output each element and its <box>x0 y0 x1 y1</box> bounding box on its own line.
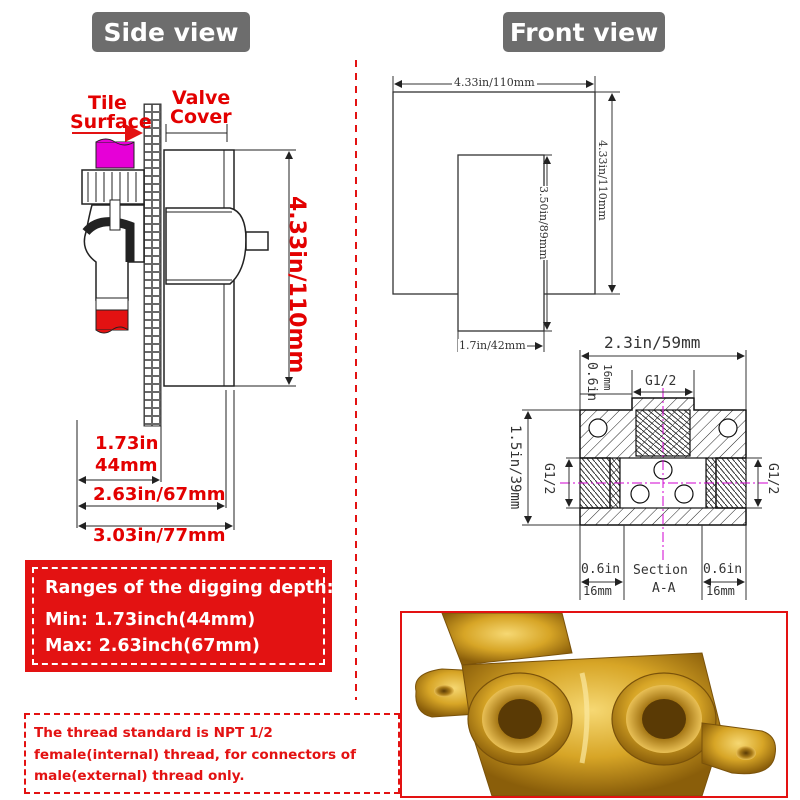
thread-note-text: The thread standard is NPT 1/2 female(in… <box>34 725 357 784</box>
section-width-dim: 2.3in/59mm <box>604 333 701 352</box>
thread-top: G1/2 <box>645 374 677 389</box>
top-offset-mm: 16mm <box>601 364 614 391</box>
top-offset-in: 0.6in <box>584 362 599 402</box>
front-width-dim: 4.33in/110mm <box>452 76 537 89</box>
side-view-title: Side view <box>92 12 250 52</box>
front-height-dim: 4.33in/110mm <box>596 140 609 221</box>
bottom-right-in: 0.6in <box>703 562 743 577</box>
thread-right: G1/2 <box>765 463 780 495</box>
front-view-title: Front view <box>503 12 665 52</box>
section-height-dim: 1.5in/39mm <box>507 425 523 510</box>
dim-max: 2.63in/67mm <box>93 484 226 505</box>
brass-fitting-illustration <box>402 613 786 796</box>
thread-note-box: The thread standard is NPT 1/2 female(in… <box>24 713 400 794</box>
bottom-left-mm: 16mm <box>583 584 612 598</box>
nut <box>81 169 145 205</box>
section-drawing <box>522 350 770 600</box>
dim-min-line1: 1.73in <box>95 433 159 454</box>
digging-depth-min: Min: 1.73inch(44mm) <box>45 610 256 630</box>
handle-width-dim: 1.7in/42mm <box>458 339 527 352</box>
digging-depth-box: Ranges of the digging depth: Min: 1.73in… <box>25 560 334 672</box>
brass-fitting-photo <box>400 611 788 798</box>
tile-label-line1: Tile <box>88 92 127 114</box>
side-height-dim: 4.33in/110mm <box>284 196 309 374</box>
tile-wall <box>143 103 162 427</box>
dim-total: 3.03in/77mm <box>93 525 226 546</box>
side-view-drawing <box>72 103 296 530</box>
digging-depth-max: Max: 2.63inch(67mm) <box>45 636 260 656</box>
handle-front <box>457 154 545 332</box>
valve-label-line2: Cover <box>170 106 232 128</box>
valve-label-line1: Valve <box>172 87 231 109</box>
tile-label-line2: Surface <box>70 111 152 133</box>
handle-height-dim: 3.50in/89mm <box>537 186 550 260</box>
thread-left: G1/2 <box>541 463 556 495</box>
digging-depth-title: Ranges of the digging depth: <box>45 578 334 598</box>
bottom-right-mm: 16mm <box>706 584 735 598</box>
section-label-line1: Section <box>633 563 688 578</box>
front-view-drawing <box>392 76 620 352</box>
section-label-line2: A-A <box>652 581 676 596</box>
dim-min-line2: 44mm <box>95 455 158 476</box>
bottom-left-in: 0.6in <box>581 562 621 577</box>
